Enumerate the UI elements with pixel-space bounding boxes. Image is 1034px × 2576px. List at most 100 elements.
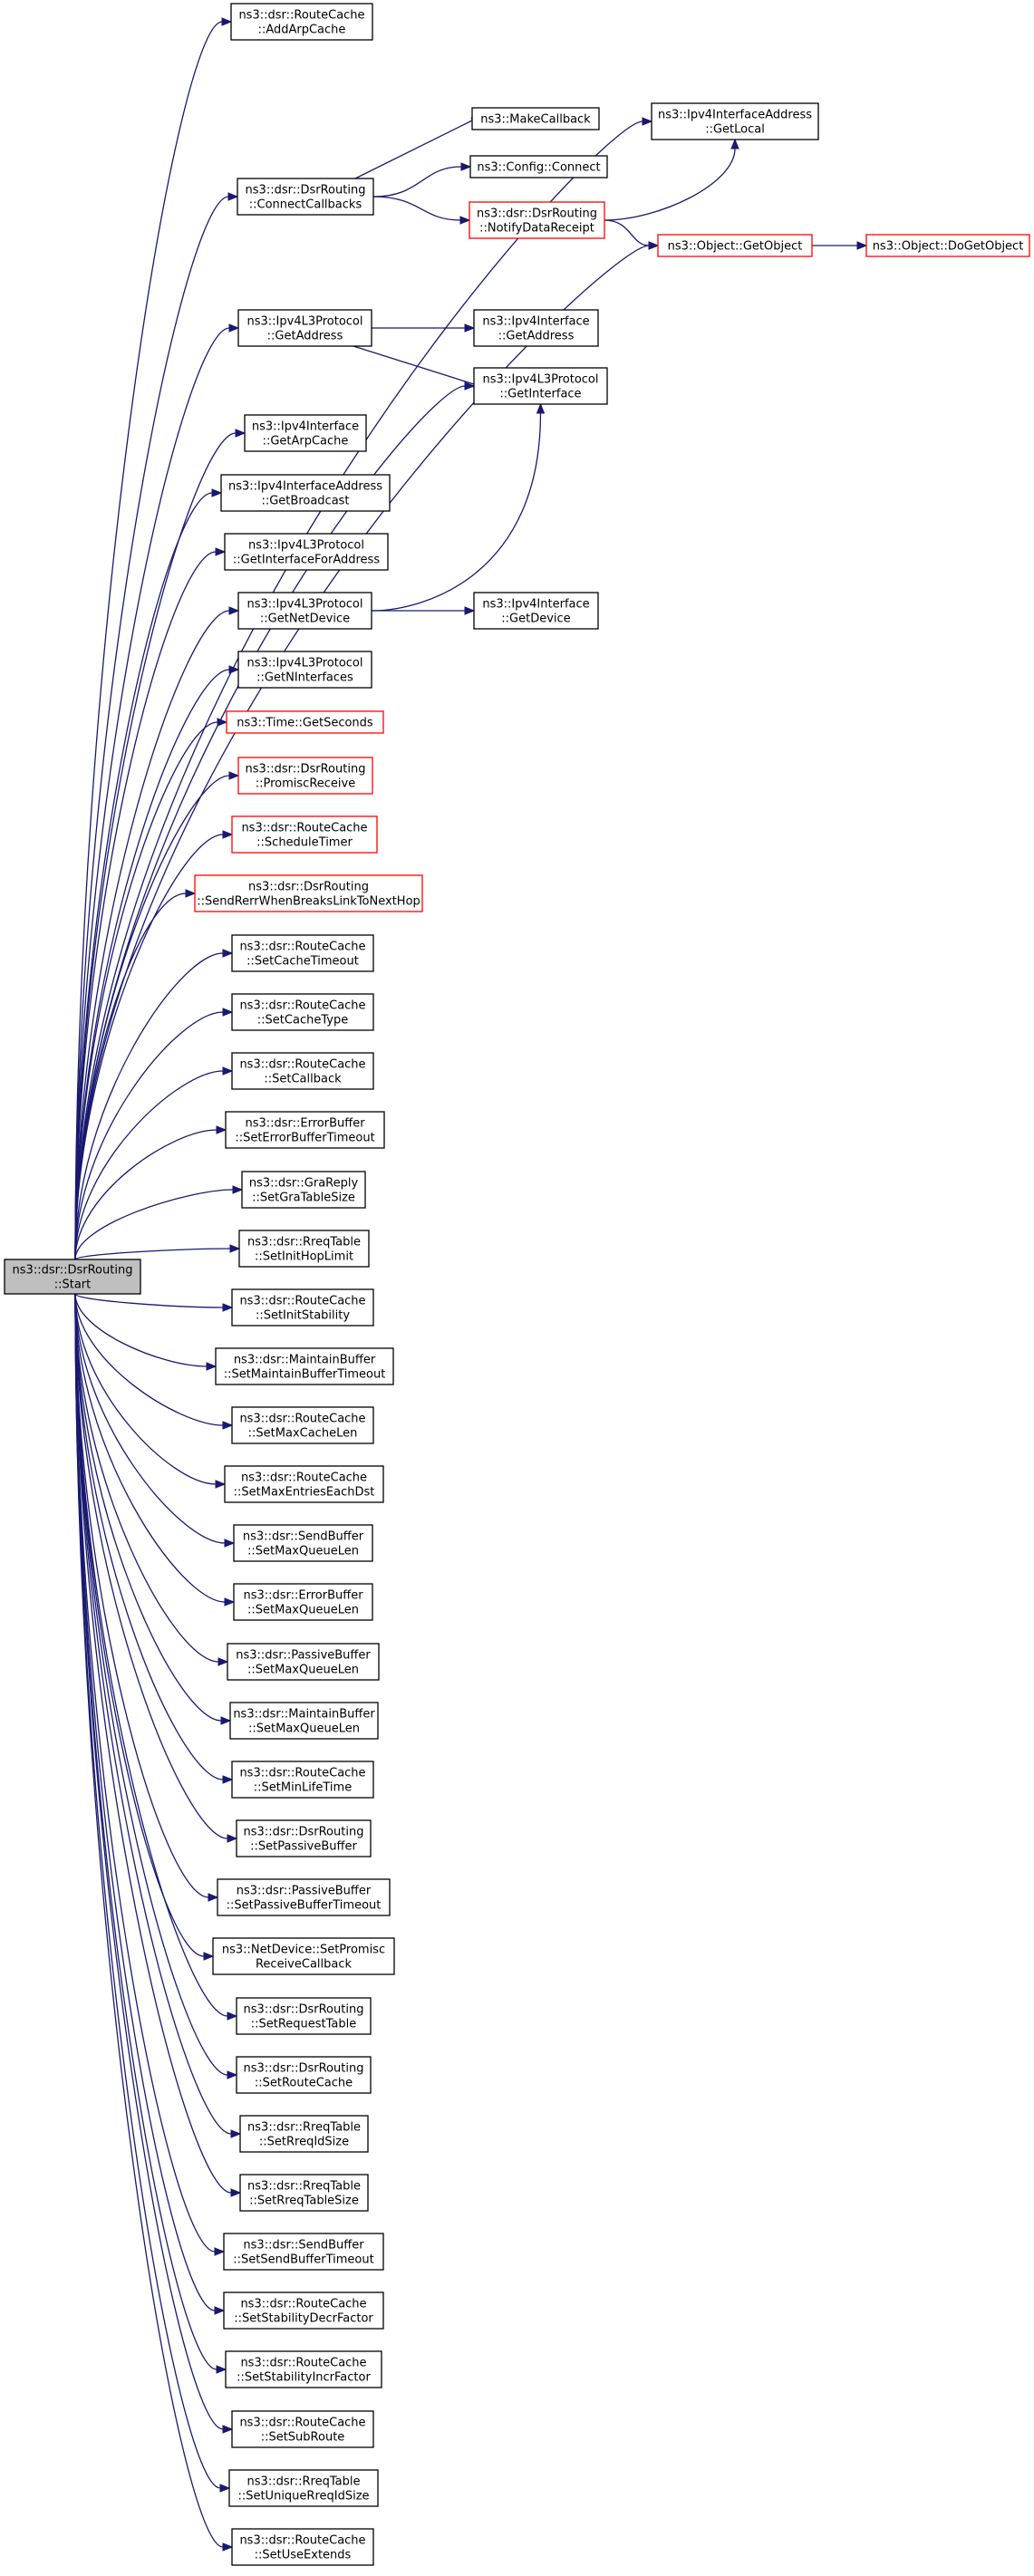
- node-getNInterfaces[interactable]: ns3::Ipv4L3Protocol::GetNInterfaces: [237, 651, 372, 689]
- node-getSeconds[interactable]: ns3::Time::GetSeconds: [226, 710, 384, 734]
- arrowhead-icon: [221, 17, 233, 26]
- node-setStabilityDecrFactor[interactable]: ns3::dsr::RouteCache::SetStabilityDecrFa…: [223, 2291, 384, 2330]
- node-label: ::GetAddress: [267, 330, 343, 343]
- node-setCallback[interactable]: ns3::dsr::RouteCache::SetCallback: [231, 1052, 374, 1090]
- node-box: [473, 592, 599, 630]
- node-configConnect[interactable]: ns3::Config::Connect: [469, 155, 608, 178]
- node-label: ::GetArpCache: [263, 435, 349, 449]
- node-setInitHopLimit[interactable]: ns3::dsr::RreqTable::SetInitHopLimit: [238, 1230, 370, 1268]
- node-setMaxCacheLen[interactable]: ns3::dsr::RouteCache::SetMaxCacheLen: [231, 1406, 374, 1444]
- node-box: [231, 934, 374, 972]
- node-setUseExtends[interactable]: ns3::dsr::RouteCache::SetUseExtends: [231, 2528, 374, 2566]
- arrowhead-icon: [208, 1893, 219, 1902]
- node-setMaxEntriesEachDst[interactable]: ns3::dsr::RouteCache::SetMaxEntriesEachD…: [224, 1465, 384, 1503]
- node-start[interactable]: ns3::dsr::DsrRouting::Start: [4, 1259, 141, 1295]
- node-label: ::SetPassiveBuffer: [250, 1840, 357, 1854]
- node-passiveBufferSetMaxQueueLen[interactable]: ns3::dsr::PassiveBuffer::SetMaxQueueLen: [227, 1643, 380, 1681]
- node-l3GetAddress[interactable]: ns3::Ipv4L3Protocol::GetAddress: [237, 309, 372, 347]
- node-makeCallback[interactable]: ns3::MakeCallback: [471, 107, 600, 130]
- node-label: ::SetCallback: [264, 1073, 342, 1086]
- node-label: ::SetMaxQueueLen: [248, 1722, 360, 1736]
- node-scheduleTimer[interactable]: ns3::dsr::RouteCache::ScheduleTimer: [231, 815, 378, 854]
- node-box: [223, 2233, 384, 2271]
- arrowhead-icon: [222, 830, 234, 839]
- node-box: [244, 414, 367, 452]
- node-setGraTableSize[interactable]: ns3::dsr::GraReply::SetGraTableSize: [241, 1171, 366, 1209]
- node-connectCallbacks[interactable]: ns3::dsr::DsrRouting::ConnectCallbacks: [237, 178, 374, 216]
- edge-line: [74, 1293, 219, 1663]
- node-label: ::SetInitHopLimit: [255, 1250, 353, 1264]
- node-label: ns3::dsr::RreqTable: [247, 2475, 361, 2489]
- node-label: ns3::Ipv4L3Protocol: [483, 373, 599, 387]
- edge-start-to-setRouteCache: [74, 1293, 238, 2079]
- node-setPromiscReceiveCallback[interactable]: ns3::NetDevice::SetPromiscReceiveCallbac…: [212, 1937, 395, 1975]
- node-label: ns3::Ipv4InterfaceAddress: [658, 109, 812, 122]
- node-setMinLifeTime[interactable]: ns3::dsr::RouteCache::SetMinLifeTime: [231, 1761, 374, 1799]
- arrowhead-icon: [235, 429, 246, 438]
- edge-start-to-l3GetAddress: [74, 323, 240, 1260]
- node-notifyDataReceipt[interactable]: ns3::dsr::DsrRouting::NotifyDataReceipt: [469, 201, 605, 239]
- node-sendBufferSetMaxQueueLen[interactable]: ns3::dsr::SendBuffer::SetMaxQueueLen: [233, 1524, 373, 1562]
- node-label: ::NotifyDataReceipt: [479, 222, 594, 236]
- edge-start-to-setErrorBufferTimeout: [74, 1125, 227, 1260]
- node-l3GetNetDevice[interactable]: ns3::Ipv4L3Protocol::GetNetDevice: [237, 592, 372, 630]
- node-l3GetInterface[interactable]: ns3::Ipv4L3Protocol::GetInterface: [473, 367, 608, 405]
- node-setRreqTableSize[interactable]: ns3::dsr::RreqTable::SetRreqTableSize: [239, 2174, 369, 2212]
- node-maintainBufferSetMaxQueueLen[interactable]: ns3::dsr::MaintainBuffer::SetMaxQueueLen: [229, 1702, 379, 1740]
- node-box: [223, 2291, 384, 2330]
- node-getBroadcast[interactable]: ns3::Ipv4InterfaceAddress::GetBroadcast: [220, 474, 391, 512]
- arrowhead-icon: [224, 1539, 236, 1548]
- node-box: [233, 1583, 373, 1621]
- edge-notifyDataReceipt-to-getLocal: [604, 138, 739, 221]
- node-label: ns3::Ipv4Interface: [482, 315, 589, 329]
- node-setPassiveBufferTimeout[interactable]: ns3::dsr::PassiveBuffer::SetPassiveBuffe…: [217, 1878, 391, 1916]
- node-setStabilityIncrFactor[interactable]: ns3::dsr::RouteCache::SetStabilityIncrFa…: [225, 2350, 382, 2388]
- edge-start-to-passiveBufferSetMaxQueueLen: [74, 1293, 229, 1666]
- edge-start-to-setPassiveBuffer: [74, 1293, 238, 1843]
- edge-line: [74, 952, 224, 1260]
- node-label: ns3::dsr::RouteCache: [241, 1471, 367, 1485]
- node-setSubRoute[interactable]: ns3::dsr::RouteCache::SetSubRoute: [231, 2410, 374, 2448]
- node-addArpCache[interactable]: ns3::dsr::RouteCache::AddArpCache: [230, 3, 373, 41]
- arrowhead-icon: [464, 606, 476, 615]
- node-doGetObject[interactable]: ns3::Object::DoGetObject: [865, 234, 1030, 257]
- node-getArpCache[interactable]: ns3::Ipv4Interface::GetArpCache: [244, 414, 367, 452]
- node-setCacheType[interactable]: ns3::dsr::RouteCache::SetCacheType: [231, 993, 374, 1031]
- node-box: [237, 592, 372, 630]
- node-label: ::GetAddress: [498, 330, 575, 343]
- node-getLocal[interactable]: ns3::Ipv4InterfaceAddress::GetLocal: [651, 102, 819, 140]
- node-label: ::GetNetDevice: [260, 613, 350, 626]
- edge-line: [74, 1293, 224, 2430]
- node-setMaintainBufferTimeout[interactable]: ns3::dsr::MaintainBuffer::SetMaintainBuf…: [215, 1347, 394, 1385]
- node-setUniqueRreqIdSize[interactable]: ns3::dsr::RreqTable::SetUniqueRreqIdSize: [228, 2469, 379, 2507]
- node-label: ::SetUseExtends: [255, 2549, 352, 2562]
- arrowhead-icon: [648, 241, 660, 250]
- node-setRreqIdSize[interactable]: ns3::dsr::RreqTable::SetRreqIdSize: [239, 2115, 369, 2153]
- node-setSendBufferTimeout[interactable]: ns3::dsr::SendBuffer::SetSendBufferTimeo…: [223, 2233, 384, 2271]
- arrowhead-icon: [227, 192, 239, 201]
- node-setCacheTimeout[interactable]: ns3::dsr::RouteCache::SetCacheTimeout: [231, 934, 374, 972]
- node-setErrorBufferTimeout[interactable]: ns3::dsr::ErrorBuffer::SetErrorBufferTim…: [225, 1111, 385, 1149]
- arrowhead-icon: [222, 1775, 234, 1784]
- node-getInterfaceForAddress[interactable]: ns3::Ipv4L3Protocol::GetInterfaceForAddr…: [224, 533, 389, 571]
- node-ifGetDevice[interactable]: ns3::Ipv4Interface::GetDevice: [473, 592, 599, 630]
- node-box: [194, 874, 423, 912]
- arrowhead-icon: [459, 216, 471, 225]
- edge-start-to-setRreqIdSize: [74, 1293, 242, 2138]
- node-setInitStability[interactable]: ns3::dsr::RouteCache::SetInitStability: [231, 1288, 374, 1327]
- arrowhead-icon: [206, 1362, 217, 1371]
- node-errorBufferSetMaxQueueLen[interactable]: ns3::dsr::ErrorBuffer::SetMaxQueueLen: [233, 1583, 373, 1621]
- node-ifGetAddress[interactable]: ns3::Ipv4Interface::GetAddress: [473, 309, 599, 347]
- node-promiscReceive[interactable]: ns3::dsr::DsrRouting::PromiscReceive: [237, 757, 373, 795]
- node-label: ::ConnectCallbacks: [249, 198, 362, 212]
- node-setRouteCache[interactable]: ns3::dsr::DsrRouting::SetRouteCache: [236, 2056, 372, 2094]
- node-setRequestTable[interactable]: ns3::dsr::DsrRouting::SetRequestTable: [236, 1997, 372, 2035]
- node-getObject[interactable]: ns3::Object::GetObject: [657, 234, 813, 257]
- edge-start-to-addArpCache: [74, 17, 233, 1260]
- node-setPassiveBuffer[interactable]: ns3::dsr::DsrRouting::SetPassiveBuffer: [236, 1819, 372, 1857]
- node-label: ::SendRerrWhenBreaksLinkToNextHop: [197, 895, 420, 909]
- node-label: ns3::dsr::RouteCache: [239, 999, 365, 1013]
- edge-line: [74, 834, 224, 1260]
- node-sendRerr[interactable]: ns3::dsr::DsrRouting::SendRerrWhenBreaks…: [194, 874, 423, 912]
- node-box: [237, 757, 373, 795]
